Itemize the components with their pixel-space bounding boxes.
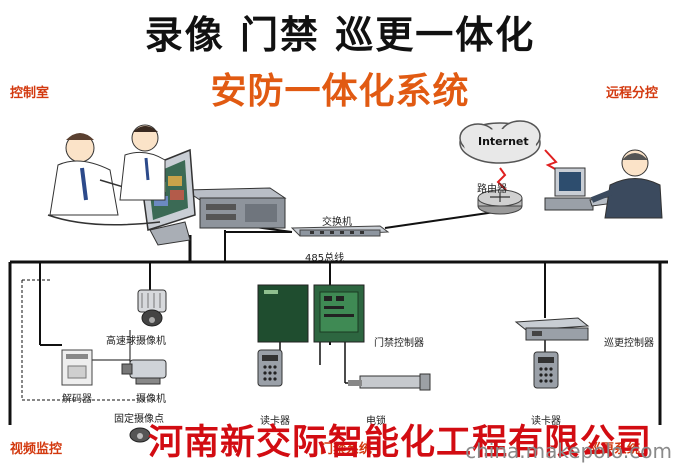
camera-icon xyxy=(121,359,167,385)
decoder-icon xyxy=(61,349,93,386)
control-room-label: 控制室 xyxy=(10,86,50,101)
speed-dome-label: 高速球摄像机 xyxy=(106,336,166,347)
patrol-controller-icon xyxy=(514,317,590,341)
internet-label: Internet xyxy=(478,135,529,148)
router-icon xyxy=(477,189,523,215)
card-reader-right-icon xyxy=(533,351,559,389)
video-monitoring-label: 视频监控 xyxy=(10,442,63,457)
fixed-camera-point-label: 固定摄像点 xyxy=(114,414,164,425)
card-reader-left-label: 读卡器 xyxy=(260,416,290,427)
camera-label: 摄像机 xyxy=(136,394,166,405)
router-label: 路由器 xyxy=(477,184,507,195)
switch-label: 交换机 xyxy=(322,217,352,228)
internet-cloud xyxy=(459,120,541,164)
video-drops xyxy=(21,262,155,401)
bus-485-label: 485总线 xyxy=(305,253,345,264)
site-watermark: china.makepolo.com xyxy=(465,439,672,463)
access-controller-icon xyxy=(257,284,365,343)
company-watermark: 河南新交际智能化工程有限公司 xyxy=(148,422,653,463)
network-links xyxy=(239,149,576,233)
access-system-label: 门禁系统 xyxy=(320,442,373,457)
card-reader-right-label: 读卡器 xyxy=(531,416,561,427)
electric-lock-icon xyxy=(348,373,431,391)
decoder-label: 解码器 xyxy=(62,394,92,405)
operators-illustration xyxy=(47,124,166,226)
patrol-controller-label: 巡更控制器 xyxy=(604,338,654,349)
dvr-server-icon xyxy=(183,187,287,229)
switch-icon xyxy=(290,225,390,237)
page-subtitle: 安防一体化系统 xyxy=(210,71,470,112)
page-title: 录像 门禁 巡更一体化 xyxy=(144,13,536,57)
remote-control-label: 远程分控 xyxy=(606,86,659,101)
patrol-system-label: 巡更系统 xyxy=(588,442,641,457)
access-controller-label: 门禁控制器 xyxy=(374,338,424,349)
card-reader-left-icon xyxy=(257,349,283,387)
remote-operator-illustration xyxy=(544,149,663,219)
speed-dome-camera-icon xyxy=(137,289,167,327)
main-bus xyxy=(8,235,668,425)
fixed-camera-icon xyxy=(129,427,151,443)
electric-lock-label: 电锁 xyxy=(366,416,386,427)
